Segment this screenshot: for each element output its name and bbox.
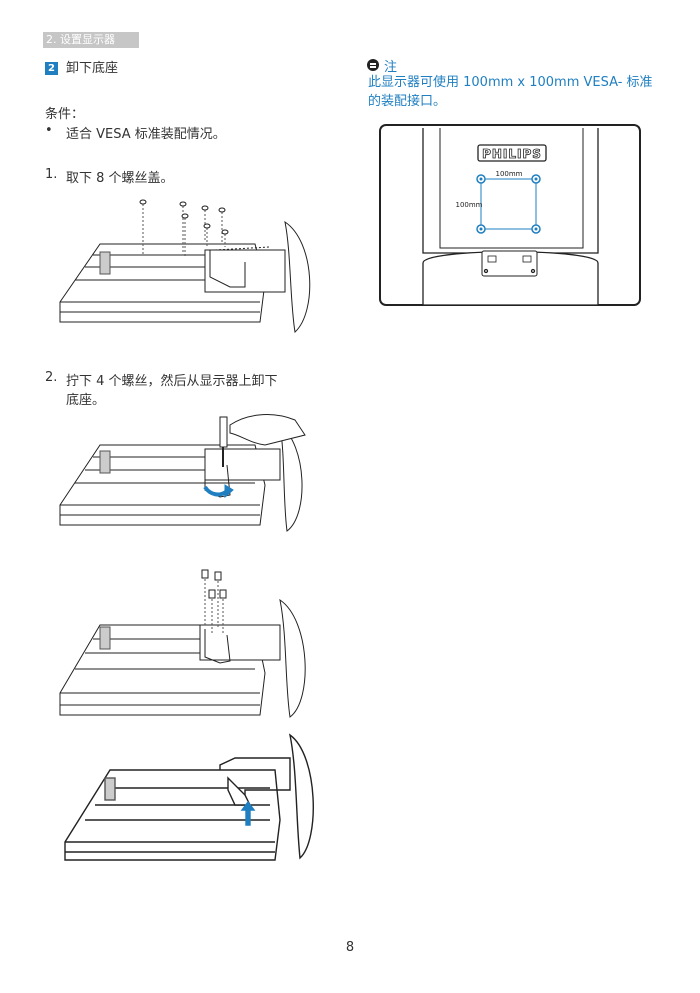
section-title: 2 卸下底座 — [45, 57, 118, 76]
step2-number: 2. — [45, 370, 58, 385]
vesa-dim-horizontal: 100mm — [496, 170, 523, 178]
conditions-bullet: • — [45, 123, 53, 138]
step2-line1: 拧下 4 个螺丝，然后从显示器上卸下 — [66, 374, 278, 389]
chapter-header: 2. 设置显示器 — [43, 32, 139, 48]
step2-line2: 底座。 — [66, 393, 106, 408]
illustration-remove-covers — [59, 199, 311, 333]
step1-number: 1. — [45, 167, 58, 182]
section-title-text: 卸下底座 — [66, 61, 119, 76]
page-number: 8 — [345, 940, 355, 955]
illustration-screws-removed — [59, 569, 306, 718]
brand-logo: PHILIPS — [482, 147, 542, 161]
note-title: 注 — [384, 60, 398, 75]
illustration-remove-stand — [64, 733, 314, 861]
conditions-item: 适合 VESA 标准装配情况。 — [66, 127, 226, 142]
illustration-monitor-back: PHILIPS 100mm 100mm — [379, 124, 641, 306]
vesa-dim-vertical: 100mm — [456, 201, 483, 209]
conditions-label: 条件： — [45, 107, 85, 122]
note-icon — [367, 59, 379, 71]
section-number: 2 — [45, 62, 58, 75]
illustration-unscrew — [59, 414, 306, 532]
step1-text: 取下 8 个螺丝盖。 — [66, 171, 174, 186]
note-body: 此显示器可使用 100mm x 100mm VESA- 标准的装配接口。 — [368, 75, 653, 109]
